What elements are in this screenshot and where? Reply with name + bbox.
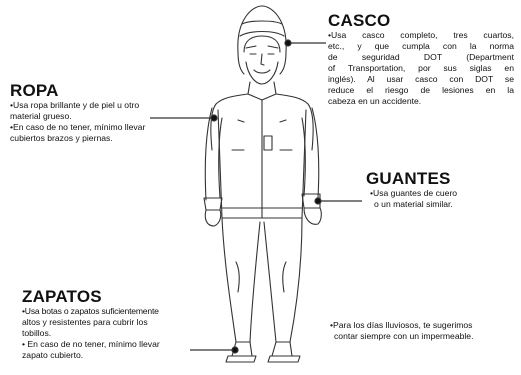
guantes-section: GUANTES •Usa guantes de cuero o un mater… — [366, 170, 506, 210]
casco-line: •Usa casco completo, tres cuartos, — [328, 30, 514, 40]
guantes-line: •Usa guantes de cuero — [370, 188, 458, 198]
rain-note-line: contar siempre con un impermeable. — [334, 331, 474, 341]
casco-title: CASCO — [328, 11, 391, 30]
casco-line: de seguridad DOT (Department — [328, 52, 514, 62]
ropa-title: ROPA — [10, 81, 59, 100]
casco-line: inglés). Al usar casco con DOT se — [328, 74, 514, 84]
zapatos-section: ZAPATOS •Usa botas o zapatos suficientem… — [22, 288, 198, 361]
zapatos-dot — [231, 346, 239, 354]
zapatos-line: zapato cubierto. — [22, 350, 84, 360]
legs — [221, 217, 303, 343]
casco-dot — [284, 39, 292, 47]
casco-section: CASCO •Usa casco completo, tres cuartos,… — [328, 12, 514, 107]
ropa-line: •Usa ropa brillante y de piel u otro — [10, 100, 140, 110]
face — [245, 45, 279, 85]
zapatos-line: tobillos. — [22, 328, 52, 338]
guantes-dot — [314, 197, 322, 205]
ropa-line: cubiertos brazos y piernas. — [10, 133, 113, 143]
guantes-title: GUANTES — [366, 169, 451, 188]
jacket — [210, 93, 314, 219]
casco-line: of Transportation, por sus siglas en — [328, 63, 514, 73]
guantes-line: o un material similar. — [374, 199, 453, 209]
ropa-line: material grueso. — [10, 111, 72, 121]
zapatos-title: ZAPATOS — [22, 287, 102, 306]
casco-line: etc., y que cumpla con la norma — [328, 41, 514, 51]
rain-note-line: •Para los días lluviosos, te sugerimos — [330, 320, 473, 330]
helmet — [237, 5, 287, 75]
casco-line: cabeza en un accidente. — [328, 96, 422, 106]
right-arm — [301, 107, 322, 225]
zapatos-line: •Usa botas o zapatos suficientemente — [22, 306, 159, 316]
ropa-section: ROPA •Usa ropa brillante y de piel u otr… — [10, 82, 180, 144]
left-arm — [203, 107, 223, 227]
ropa-dot — [210, 114, 218, 122]
rain-note: •Para los días lluviosos, te sugerimos c… — [330, 320, 516, 342]
casco-line: reduce el riesgo de lesiones en la — [328, 85, 514, 95]
zapatos-line: • En caso de no tener, mínimo llevar — [22, 339, 160, 349]
zapatos-line: altos y resistentes para cubrir los — [22, 317, 148, 327]
ropa-line: •En caso de no tener, mínimo llevar — [10, 122, 146, 132]
